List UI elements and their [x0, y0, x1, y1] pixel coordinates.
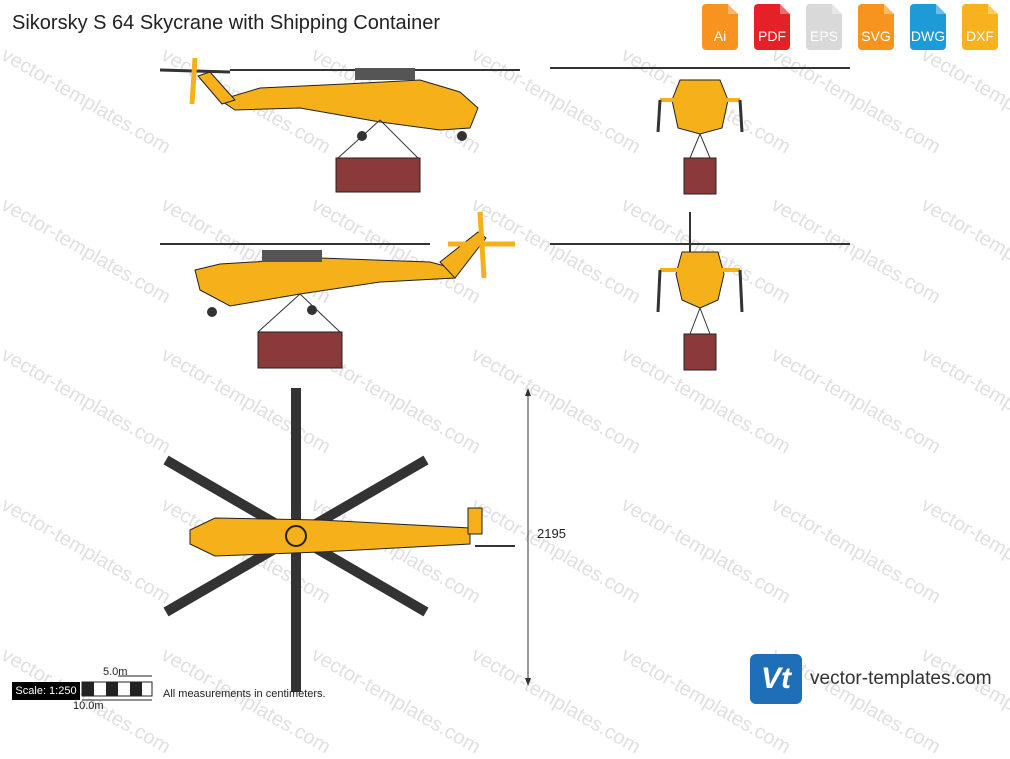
- brand-name[interactable]: vector-templates.com: [810, 668, 992, 689]
- page-title: Sikorsky S 64 Skycrane with Shipping Con…: [12, 12, 440, 34]
- format-dwg-icon[interactable]: DWG: [906, 4, 950, 52]
- side-view-left: [160, 211, 515, 369]
- dimension-label: 2195: [537, 526, 566, 541]
- format-dxf-icon[interactable]: DXF: [958, 4, 1002, 52]
- format-eps-icon[interactable]: EPS: [802, 4, 846, 52]
- scale-bar: [81, 675, 153, 701]
- front-view: [550, 67, 850, 195]
- scale-full-label: 10.0m: [73, 700, 104, 712]
- scale-label: Scale: 1:250: [12, 682, 80, 700]
- format-pdf-icon[interactable]: PDF: [750, 4, 794, 52]
- scale-half-label: 5.0m: [103, 666, 128, 678]
- measurement-note: All measurements in centimeters.: [163, 688, 326, 700]
- brand-logo[interactable]: Vt: [750, 654, 802, 704]
- rear-view: [550, 212, 850, 371]
- top-view: [163, 388, 531, 692]
- side-view-right: [159, 57, 520, 193]
- drawing-canvas: [81, 57, 850, 701]
- format-svg-icon[interactable]: SVG: [854, 4, 898, 52]
- format-ai-icon[interactable]: Ai: [698, 4, 742, 52]
- format-badges: Ai PDF EPS SVG DWG DXF: [698, 4, 1002, 52]
